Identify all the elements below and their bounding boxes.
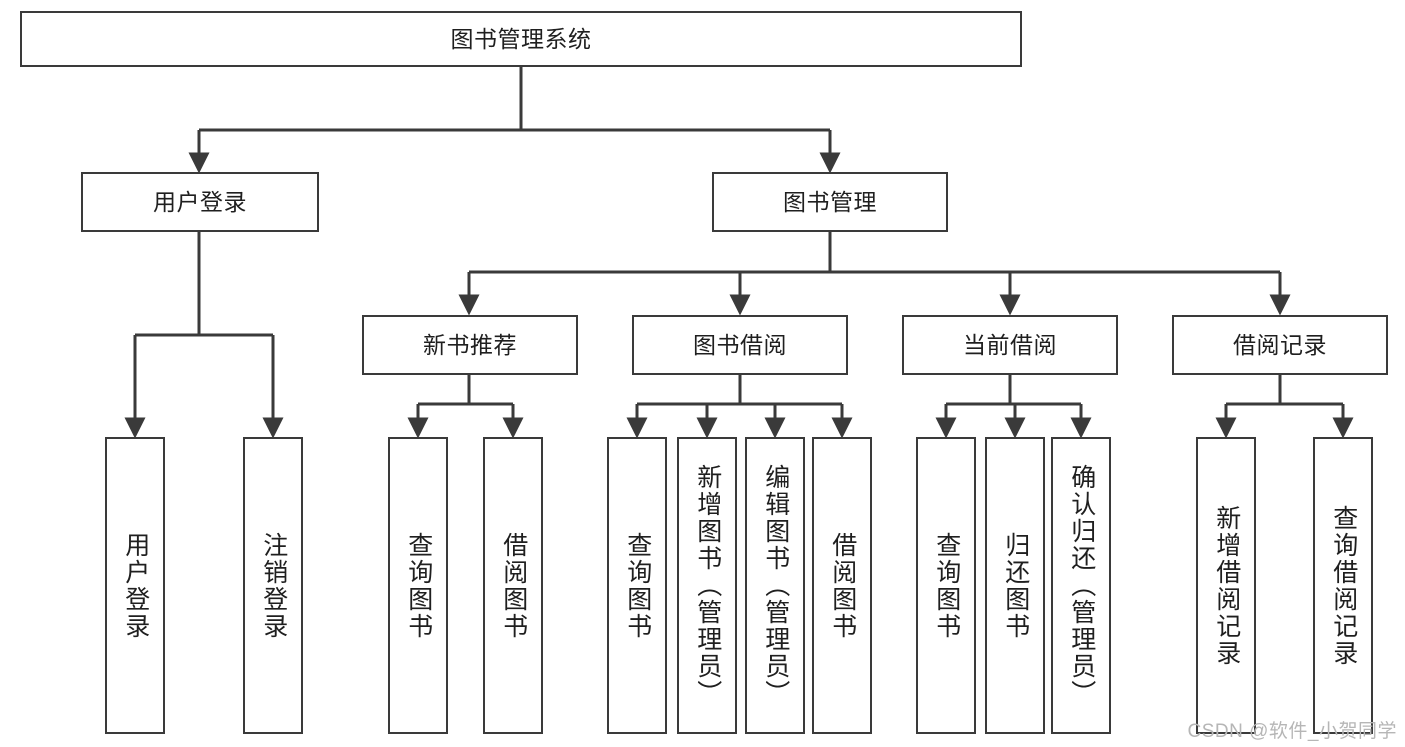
- node-label: 注销登录: [259, 531, 288, 640]
- leaf-add-borrow-record[interactable]: 新增借阅记录: [1196, 437, 1256, 734]
- leaf-borrow-book[interactable]: 借阅图书: [812, 437, 872, 734]
- leaf-logout[interactable]: 注销登录: [243, 437, 303, 734]
- node-user-login[interactable]: 用户登录: [81, 172, 319, 232]
- leaf-query-borrow-record[interactable]: 查询借阅记录: [1313, 437, 1373, 734]
- node-label: 确认归还（管理员）: [1067, 464, 1096, 707]
- leaf-borrow-book-recommend[interactable]: 借阅图书: [483, 437, 543, 734]
- leaf-query-book-borrow[interactable]: 查询图书: [607, 437, 667, 734]
- node-label: 新书推荐: [423, 331, 517, 358]
- node-label: 借阅记录: [1233, 331, 1327, 358]
- node-label: 借阅图书: [828, 531, 857, 640]
- node-label: 查询借阅记录: [1329, 504, 1358, 667]
- node-label: 图书管理系统: [450, 25, 592, 52]
- node-current-borrow[interactable]: 当前借阅: [902, 315, 1118, 375]
- node-label: 编辑图书（管理员）: [761, 464, 790, 707]
- node-book-management[interactable]: 图书管理: [712, 172, 948, 232]
- node-new-book-recommend[interactable]: 新书推荐: [362, 315, 578, 375]
- leaf-return-book[interactable]: 归还图书: [985, 437, 1045, 734]
- node-root-system[interactable]: 图书管理系统: [20, 11, 1022, 67]
- node-borrow-records[interactable]: 借阅记录: [1172, 315, 1388, 375]
- node-label: 新增借阅记录: [1212, 504, 1241, 667]
- node-label: 归还图书: [1001, 531, 1030, 640]
- leaf-user-login[interactable]: 用户登录: [105, 437, 165, 734]
- leaf-query-book-current[interactable]: 查询图书: [916, 437, 976, 734]
- node-label: 新增图书（管理员）: [693, 464, 722, 707]
- node-label: 查询图书: [404, 531, 433, 640]
- leaf-confirm-return-admin[interactable]: 确认归还（管理员）: [1051, 437, 1111, 734]
- node-label: 用户登录: [121, 531, 150, 640]
- node-label: 图书借阅: [693, 331, 787, 358]
- leaf-query-book-recommend[interactable]: 查询图书: [388, 437, 448, 734]
- node-book-borrow[interactable]: 图书借阅: [632, 315, 848, 375]
- node-label: 用户登录: [153, 188, 247, 215]
- node-label: 查询图书: [932, 531, 961, 640]
- node-label: 查询图书: [623, 531, 652, 640]
- leaf-edit-book-admin[interactable]: 编辑图书（管理员）: [745, 437, 805, 734]
- node-label: 当前借阅: [963, 331, 1057, 358]
- csdn-watermark: CSDN @软件_小贺同学: [1187, 721, 1397, 742]
- node-label: 图书管理: [783, 188, 877, 215]
- node-label: 借阅图书: [499, 531, 528, 640]
- leaf-add-book-admin[interactable]: 新增图书（管理员）: [677, 437, 737, 734]
